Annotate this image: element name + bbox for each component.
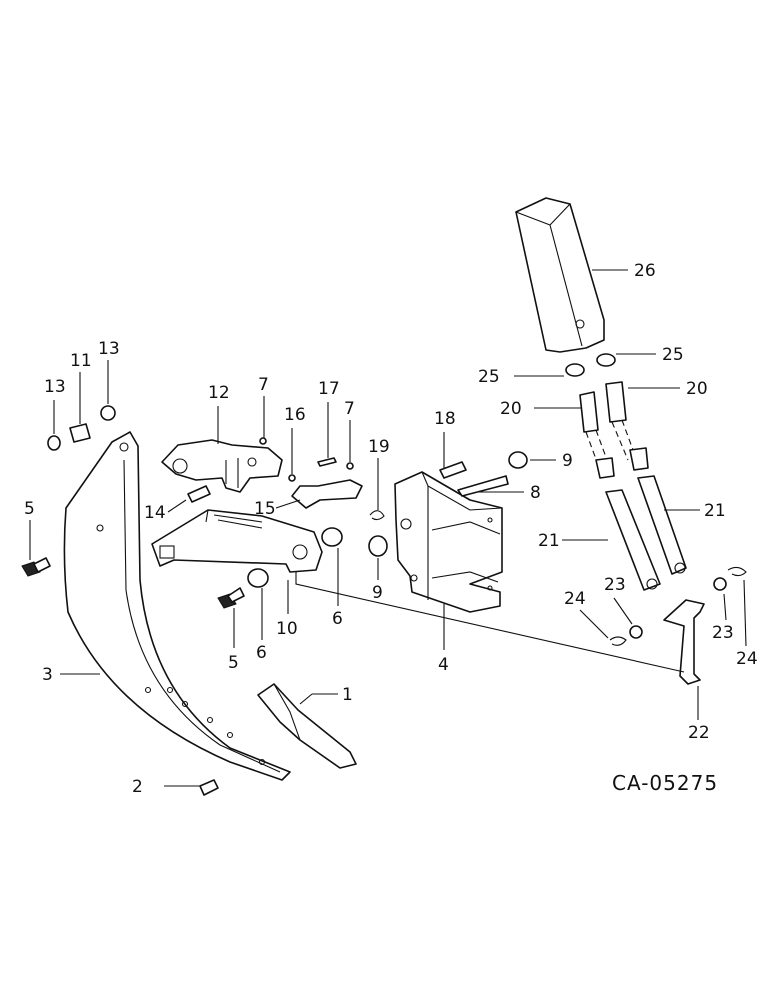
callout-6: 6 <box>256 643 267 663</box>
callout-4: 4 <box>438 655 449 675</box>
callout-2: 2 <box>132 777 143 797</box>
callout-5: 5 <box>24 499 35 519</box>
callout-3: 3 <box>42 665 53 685</box>
callout-9: 9 <box>372 583 383 603</box>
callout-12: 12 <box>208 383 230 403</box>
point-part-1 <box>257 683 357 769</box>
callout-19: 19 <box>368 437 390 457</box>
callout-13: 13 <box>98 339 120 359</box>
callout-17: 17 <box>318 379 340 399</box>
callout-23: 23 <box>712 623 734 643</box>
spring-assembly <box>565 353 687 591</box>
callout-23: 23 <box>604 575 626 595</box>
callout-11: 11 <box>70 351 92 371</box>
callout-7: 7 <box>344 399 355 419</box>
callout-5: 5 <box>228 653 239 673</box>
callout-14: 14 <box>144 503 166 523</box>
callout-25: 25 <box>662 345 684 365</box>
leader-lines <box>29 269 747 787</box>
callout-15: 15 <box>254 499 276 519</box>
mount-bracket-part-4 <box>394 471 503 613</box>
callout-20: 20 <box>686 379 708 399</box>
callout-25: 25 <box>478 367 500 387</box>
callout-9: 9 <box>562 451 573 471</box>
callout-21: 21 <box>704 501 726 521</box>
bracket-part-12 <box>161 439 283 493</box>
drawing-code: CA-05275 <box>612 771 718 795</box>
pin-part-2 <box>199 779 219 796</box>
adjuster-part-22 <box>663 599 705 685</box>
callout-20: 20 <box>500 399 522 419</box>
callout-8: 8 <box>530 483 541 503</box>
callout-16: 16 <box>284 405 306 425</box>
callout-24: 24 <box>564 589 586 609</box>
arm-part-10 <box>151 509 323 573</box>
hardware <box>21 405 747 646</box>
callout-7: 7 <box>258 375 269 395</box>
callout-1: 1 <box>342 685 353 705</box>
callout-10: 10 <box>276 619 298 639</box>
callout-18: 18 <box>434 409 456 429</box>
callout-22: 22 <box>688 723 710 743</box>
callout-labels: 1 2 3 4 5 5 6 6 7 7 8 9 9 10 11 12 13 13… <box>24 261 758 797</box>
callout-26: 26 <box>634 261 656 281</box>
callout-6: 6 <box>332 609 343 629</box>
shank-part-3 <box>63 431 291 781</box>
cover-part-26 <box>515 197 605 353</box>
callout-13: 13 <box>44 377 66 397</box>
callout-24: 24 <box>736 649 758 669</box>
callout-21: 21 <box>538 531 560 551</box>
